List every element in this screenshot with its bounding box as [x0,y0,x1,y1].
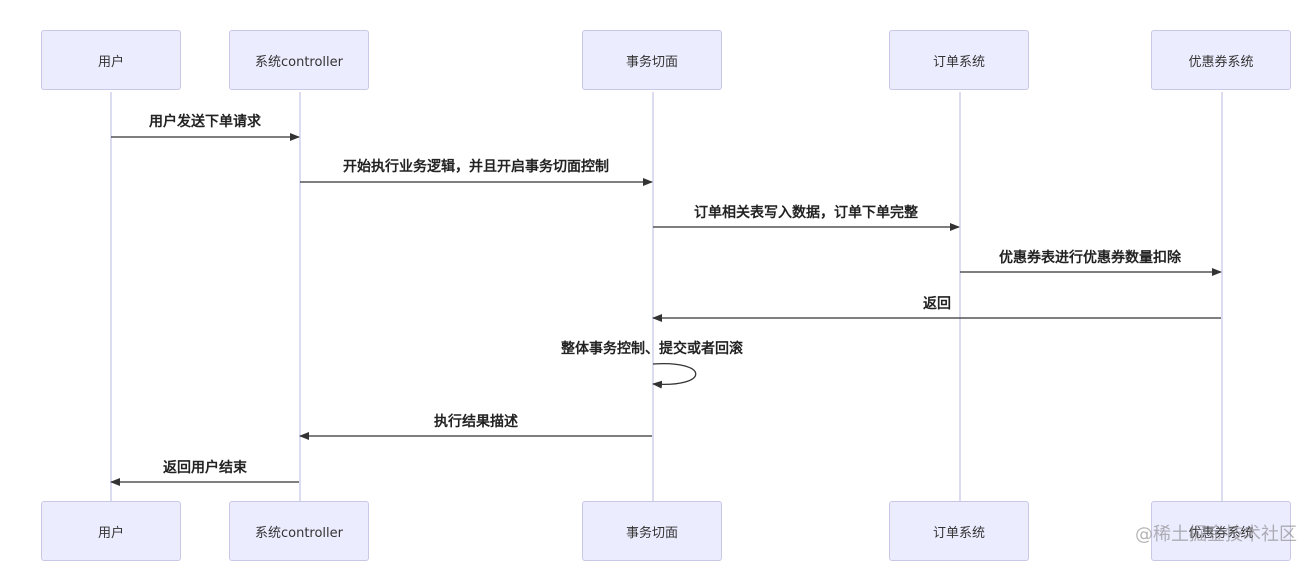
message-label-6: 整体事务控制、提交或者回滚 [561,341,743,357]
message-label-2: 开始执行业务逻辑，并且开启事务切面控制 [343,159,609,175]
arrow-msg-6-self [652,362,697,389]
actor-controller-top: 系统controller [229,30,369,90]
message-label-3: 订单相关表写入数据，订单下单完整 [694,205,918,221]
lifeline-coupon [1221,92,1223,502]
lifeline-aspect [652,92,654,502]
lifeline-user [110,92,112,502]
watermark-text: @稀土掘金技术社区 [1135,524,1297,545]
message-label-7: 执行结果描述 [434,414,518,430]
actor-coupon-top: 优惠券系统 [1151,30,1291,90]
actor-aspect-bottom: 事务切面 [582,501,722,561]
message-label-5: 返回 [923,296,951,312]
actor-user-top: 用户 [41,30,181,90]
actor-user-bottom: 用户 [41,501,181,561]
message-label-1: 用户发送下单请求 [149,114,261,130]
actor-order-top: 订单系统 [889,30,1029,90]
actor-coupon-bottom: 优惠券系统 [1151,501,1291,561]
lifeline-order [959,92,961,502]
message-label-4: 优惠券表进行优惠券数量扣除 [999,250,1181,266]
actor-aspect-top: 事务切面 [582,30,722,90]
message-label-8: 返回用户结束 [163,460,247,476]
actor-controller-bottom: 系统controller [229,501,369,561]
lifeline-controller [299,92,301,502]
